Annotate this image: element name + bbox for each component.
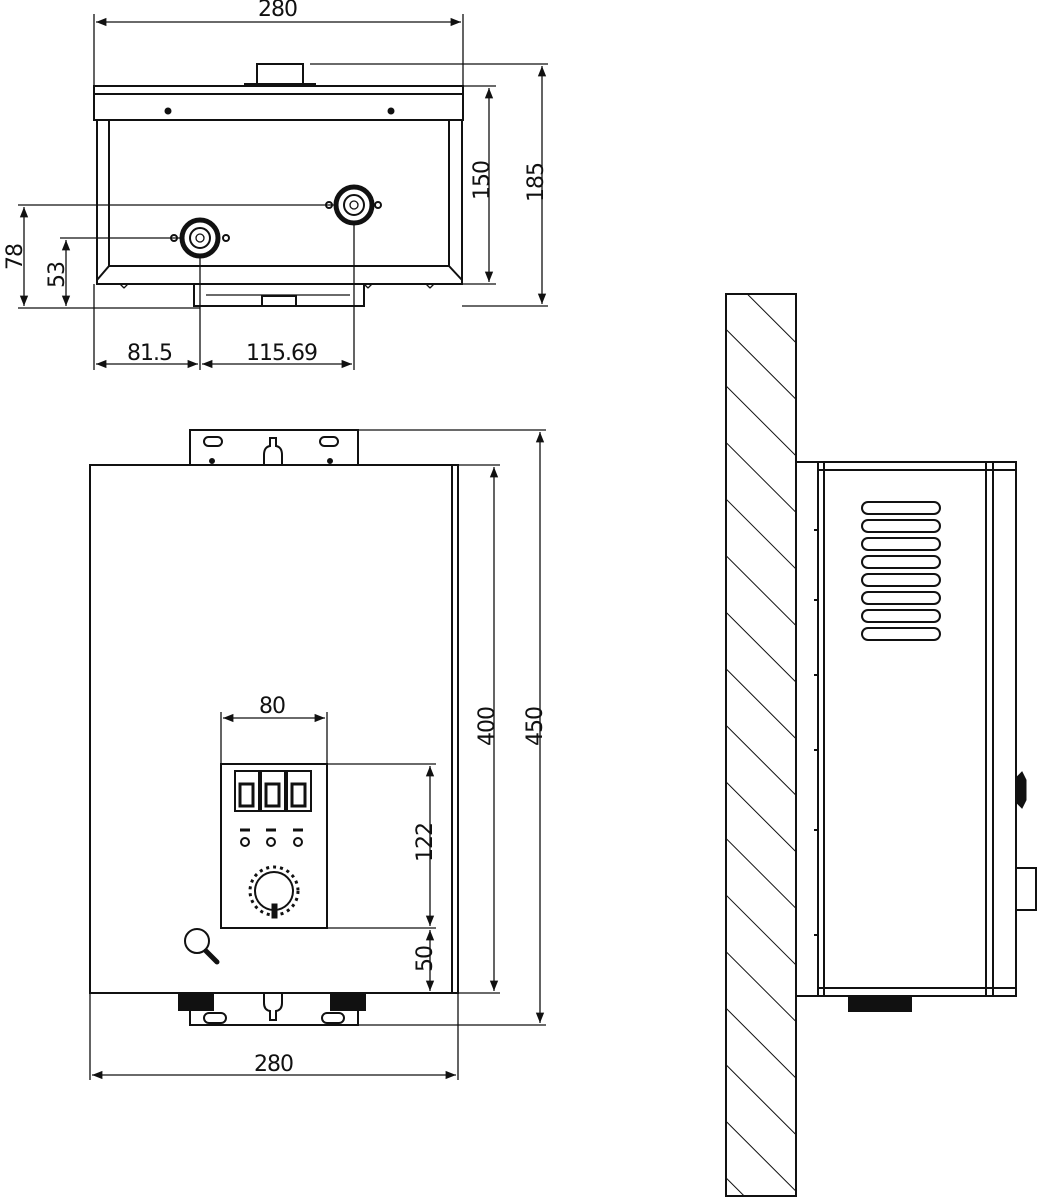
dim-80-label: 80 <box>259 694 285 719</box>
rocker-switches <box>234 770 312 847</box>
side-fittings <box>848 996 912 1012</box>
side-view <box>725 293 1037 1197</box>
wall-section <box>725 293 797 1197</box>
bottom-fittings <box>178 993 366 1026</box>
dim-400-label: 400 <box>475 707 500 746</box>
dim-150-label: 150 <box>470 161 495 200</box>
dim-115-69-label: 115.69 <box>246 341 317 366</box>
vent-slots <box>861 501 941 641</box>
dim-53-label: 53 <box>45 262 70 288</box>
top-width-label: 280 <box>258 0 297 22</box>
temperature-knob <box>248 865 300 919</box>
dim-185-label: 185 <box>524 163 549 202</box>
front-view: 80 122 50 400 450 280 <box>89 429 548 1080</box>
top-view: 280 <box>3 0 549 370</box>
dim-280-bottom-label: 280 <box>254 1052 293 1077</box>
dim-450-label: 450 <box>523 707 548 746</box>
dim-78-label: 78 <box>3 244 28 270</box>
dim-81-5-label: 81.5 <box>127 341 172 366</box>
dim-122-label: 122 <box>413 823 438 862</box>
dim-50-label: 50 <box>413 946 438 972</box>
magnifier-icon[interactable] <box>184 928 220 965</box>
